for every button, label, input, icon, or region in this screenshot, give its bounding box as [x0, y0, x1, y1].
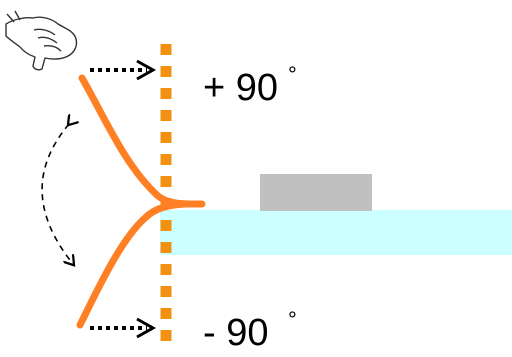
rotation-double-arrow	[41, 124, 73, 264]
plus-90-label: + 90	[203, 67, 279, 109]
pointing-hand-icon	[5, 10, 78, 71]
substrate	[160, 210, 512, 255]
minus-90-label: - 90	[203, 312, 269, 354]
film-curve-lower	[76, 200, 189, 329]
plus-90-degree-symbol: °	[288, 62, 297, 87]
sample-block	[260, 174, 372, 211]
arrow-to-plus-90	[90, 59, 157, 81]
minus-90-degree-symbol: °	[288, 307, 297, 332]
film-curve-upper	[78, 74, 206, 208]
arrow-to-minus-90	[90, 317, 157, 339]
